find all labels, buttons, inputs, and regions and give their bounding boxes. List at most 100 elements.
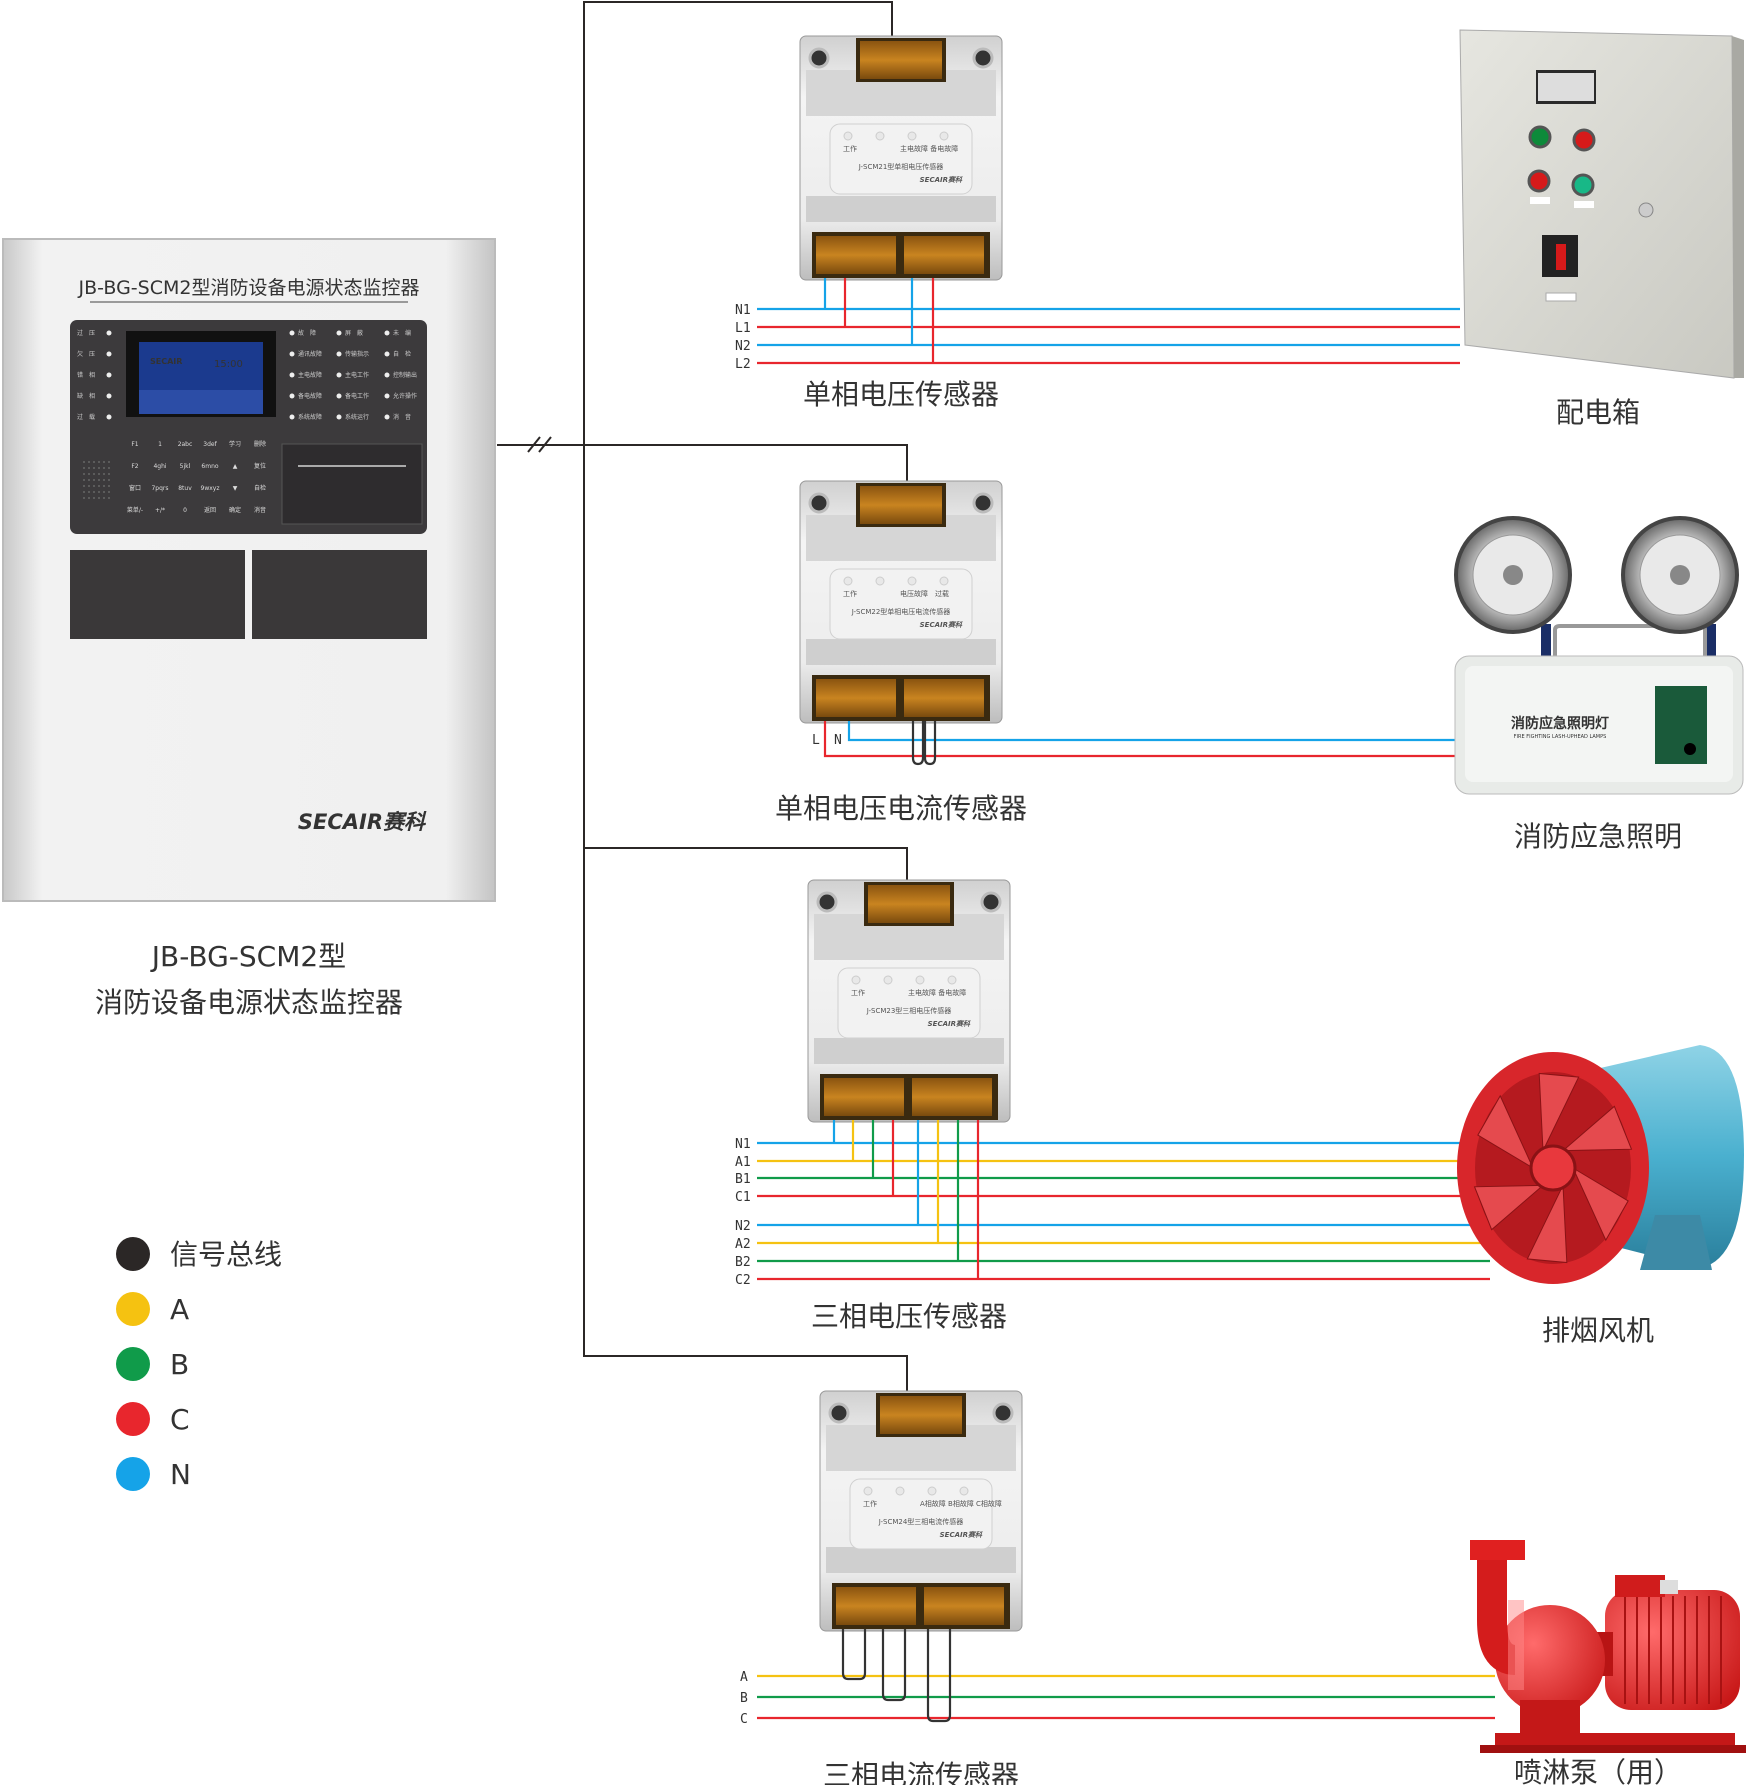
grill-hole [88,491,90,493]
wire-label: N1 [735,303,751,318]
status-led [289,372,295,378]
keypad-key[interactable]: +/* [155,507,165,514]
indicator-led [895,1486,905,1496]
legend-swatch [116,1237,150,1271]
sensor-led-label: A相故障 B相故障 C相故障 [920,1499,1002,1508]
label-plate [829,123,973,195]
keypad-key[interactable]: 1 [158,441,162,448]
legend-swatch [116,1402,150,1436]
led-label: 错 相 [77,371,95,379]
keypad-key[interactable]: ▼ [233,485,238,492]
fan-blade [1571,1166,1629,1242]
grill-hole [98,491,100,493]
grill-hole [103,467,105,469]
keypad-key[interactable]: 2abc [178,441,193,448]
status-led [336,330,342,336]
indicator-led [927,1486,937,1496]
keypad-key[interactable]: 删除 [254,440,266,448]
legend-label: 信号总线 [170,1238,282,1271]
status-led [289,351,295,357]
smoke-exhaust-fan [1457,1045,1744,1284]
keypad-key[interactable]: 9wxyz [201,485,220,492]
terminal-bottom-right [904,679,984,717]
keypad-key[interactable]: 3def [203,441,217,448]
bus-tick [527,436,541,453]
keypad-key[interactable]: 5jkl [180,463,191,470]
fan-blade [1473,1184,1545,1231]
grill-hole [83,497,85,499]
legend-label: C [170,1403,190,1436]
grill-hole [108,473,110,475]
wire-label: C [740,1712,748,1727]
terminal-bottom-left [836,1587,916,1625]
wire-label: N1 [735,1137,751,1152]
led-label: 消 音 [393,413,411,421]
indicator-led [875,576,885,586]
led-label: 系统运行 [345,413,369,421]
keypad-key[interactable]: 消音 [254,506,266,514]
keypad-key[interactable]: F2 [131,463,138,470]
sensors: 工作主电故障 备电故障J-SCM21型单相电压传感器SECAIR赛科单相电压传感… [775,35,1027,1785]
screw-hole [816,891,838,913]
label-fan: 排烟风机 [1542,1314,1654,1347]
signal-bus [497,1,908,1393]
screen-time: 15:00 [214,359,243,370]
grill-hole [98,497,100,499]
monitor-caption-line1: JB-BG-SCM2型 [150,940,346,973]
grill-hole [88,467,90,469]
keypad-key[interactable]: 6mno [201,463,218,470]
grill-hole [108,485,110,487]
fan-blade [1538,1072,1580,1151]
led-label: 控制输出 [393,371,417,379]
legend-swatch [116,1292,150,1326]
grill-hole [98,461,100,463]
keypad-key[interactable]: 7pqrs [151,485,168,492]
status-led [336,351,342,357]
wire-label: A1 [735,1155,751,1170]
grill-hole [108,479,110,481]
keypad-key[interactable]: 返回 [204,507,216,514]
status-led [336,393,342,399]
grill-hole [93,479,95,481]
grill-hole [103,485,105,487]
label-emergency-light: 消防应急照明 [1514,820,1682,853]
keypad-key[interactable]: 菜单/- [127,506,143,514]
keypad-key[interactable]: 8tuv [178,485,192,492]
indicator-led [959,1486,969,1496]
keypad-key[interactable]: 确定 [229,506,241,514]
keypad-key[interactable]: F1 [131,441,138,448]
sensor-led-label: 工作 [843,589,857,598]
sensor-led-label: 主电故障 备电故障 [900,144,958,153]
grill-hole [103,491,105,493]
keypad-key[interactable]: ▲ [233,463,238,470]
lamp-sublabel: FIRE FIGHTING LASH-UPHEAD LAMPS [1514,734,1607,740]
ct-loop [926,1629,952,1723]
grill-hole [93,473,95,475]
led-label: 系统故障 [298,413,322,421]
keypad-key[interactable]: 学习 [229,440,241,448]
led-label: 缺 相 [77,392,95,400]
keypad-key[interactable]: 自检 [254,484,266,492]
status-led [289,330,295,336]
keypad-key[interactable]: 0 [183,507,187,514]
grill-hole [88,479,90,481]
sensor-caption: 三相电流传感器 [823,1759,1019,1785]
sensor-bottom-band [814,1038,1004,1064]
keypad-key[interactable]: 窗口 [129,484,141,492]
sensor-caption: 单相电压传感器 [803,378,999,411]
grill-hole [108,491,110,493]
wire-label: L [812,733,820,748]
led-label: 自 检 [393,350,411,358]
ct-loop [911,721,925,766]
sensor-3: 工作主电故障 备电故障J-SCM23型三相电压传感器SECAIR赛科三相电压传感… [807,879,1011,1333]
keypad-key[interactable]: 复位 [254,462,266,470]
grill-hole [103,497,105,499]
keypad-key[interactable]: 4ghi [153,463,166,470]
sensor-model: J-SCM24型三相电流传感器 [878,1517,964,1526]
terminal-top [880,1396,962,1434]
